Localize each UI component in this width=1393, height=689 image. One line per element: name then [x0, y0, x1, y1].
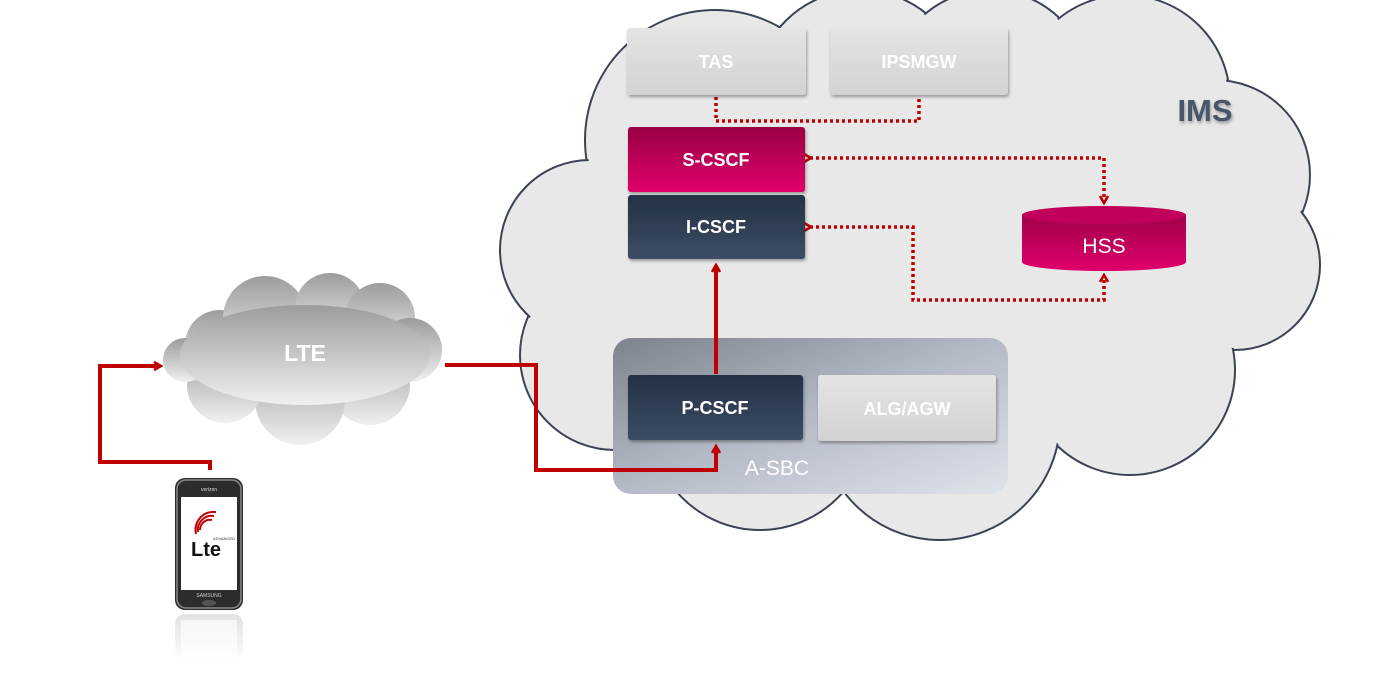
tas-to-scscf-link — [714, 97, 921, 123]
dotted-links — [714, 97, 1104, 302]
phone-lte-logo: Lte — [191, 539, 221, 561]
lte-phone-image: verizon Lte ADVANCED SAMSUNG — [170, 478, 250, 664]
pcscf-node — [628, 375, 803, 440]
icscf-hss-link — [810, 227, 1104, 302]
icscf-label: I-CSCF — [686, 217, 746, 237]
phone-to-lte-link — [98, 366, 212, 470]
pcscf-label: P-CSCF — [682, 398, 749, 418]
hss-node — [1022, 206, 1186, 271]
phone-brand-text: SAMSUNG — [196, 593, 221, 599]
scscf-label: S-CSCF — [683, 150, 750, 170]
ims-label: IMS — [1177, 93, 1232, 128]
hss-label: HSS — [1082, 235, 1125, 258]
lte-cloud — [163, 273, 442, 445]
lte-to-pcscf-link — [445, 363, 716, 472]
lte-label: LTE — [284, 340, 326, 366]
asbc-label: A-SBC — [745, 457, 809, 480]
icscf-node — [628, 195, 805, 259]
alg-agw-node — [818, 375, 996, 441]
ipsmgw-node — [830, 28, 1008, 95]
lte-signal-icon — [194, 510, 217, 535]
alg-agw-label: ALG/AGW — [864, 399, 951, 419]
scscf-hss-link — [810, 158, 1104, 202]
solid-links — [98, 266, 716, 472]
tas-node — [627, 28, 806, 95]
scscf-node — [628, 127, 805, 192]
phone-badge-text: ADVANCED — [213, 536, 235, 541]
tas-label: TAS — [699, 52, 734, 72]
phone-carrier-text: verizon — [201, 487, 217, 493]
ipsmgw-label: IPSMGW — [882, 52, 957, 72]
